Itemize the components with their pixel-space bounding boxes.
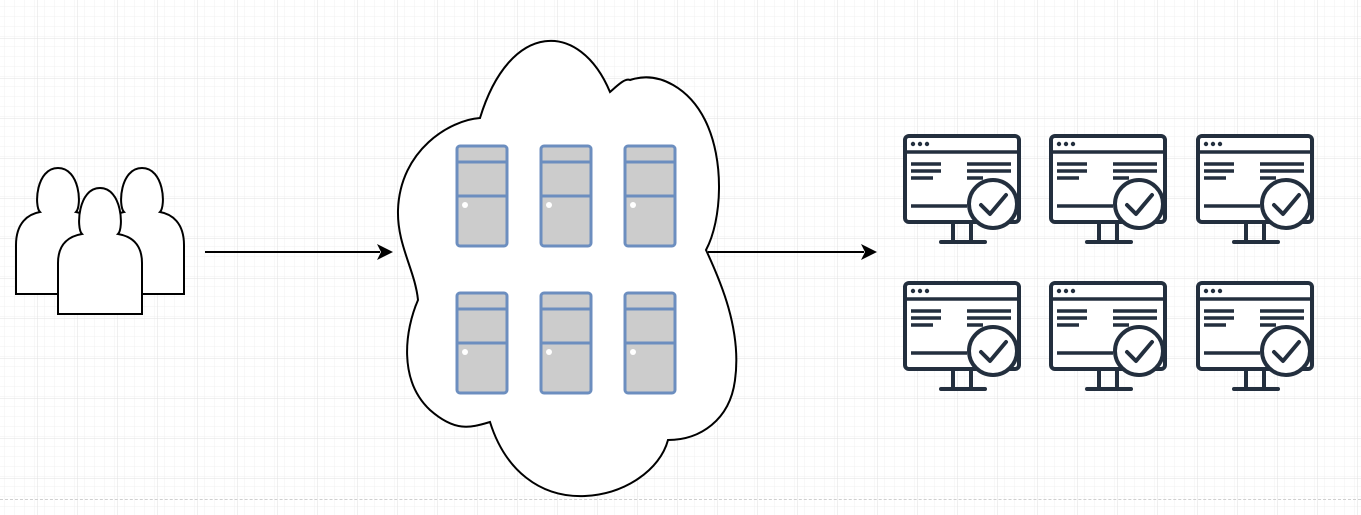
client-monitor-group (903, 134, 1314, 391)
monitor-check-icon[interactable] (903, 134, 1021, 244)
server-icon[interactable] (539, 291, 593, 395)
arrow-users-to-cloud[interactable] (205, 244, 393, 260)
cloud-shape[interactable] (396, 40, 738, 498)
monitor-check-icon[interactable] (1196, 281, 1314, 391)
page-boundary (0, 499, 1361, 500)
server-icon[interactable] (623, 291, 677, 395)
server-icon[interactable] (455, 291, 509, 395)
arrow-cloud-to-clients[interactable] (708, 244, 877, 260)
server-icon[interactable] (623, 144, 677, 248)
monitor-check-icon[interactable] (1049, 281, 1167, 391)
monitor-check-icon[interactable] (903, 281, 1021, 391)
server-icon[interactable] (539, 144, 593, 248)
users-icon[interactable] (15, 166, 185, 315)
monitor-check-icon[interactable] (1049, 134, 1167, 244)
monitor-check-icon[interactable] (1196, 134, 1314, 244)
server-icon[interactable] (455, 144, 509, 248)
